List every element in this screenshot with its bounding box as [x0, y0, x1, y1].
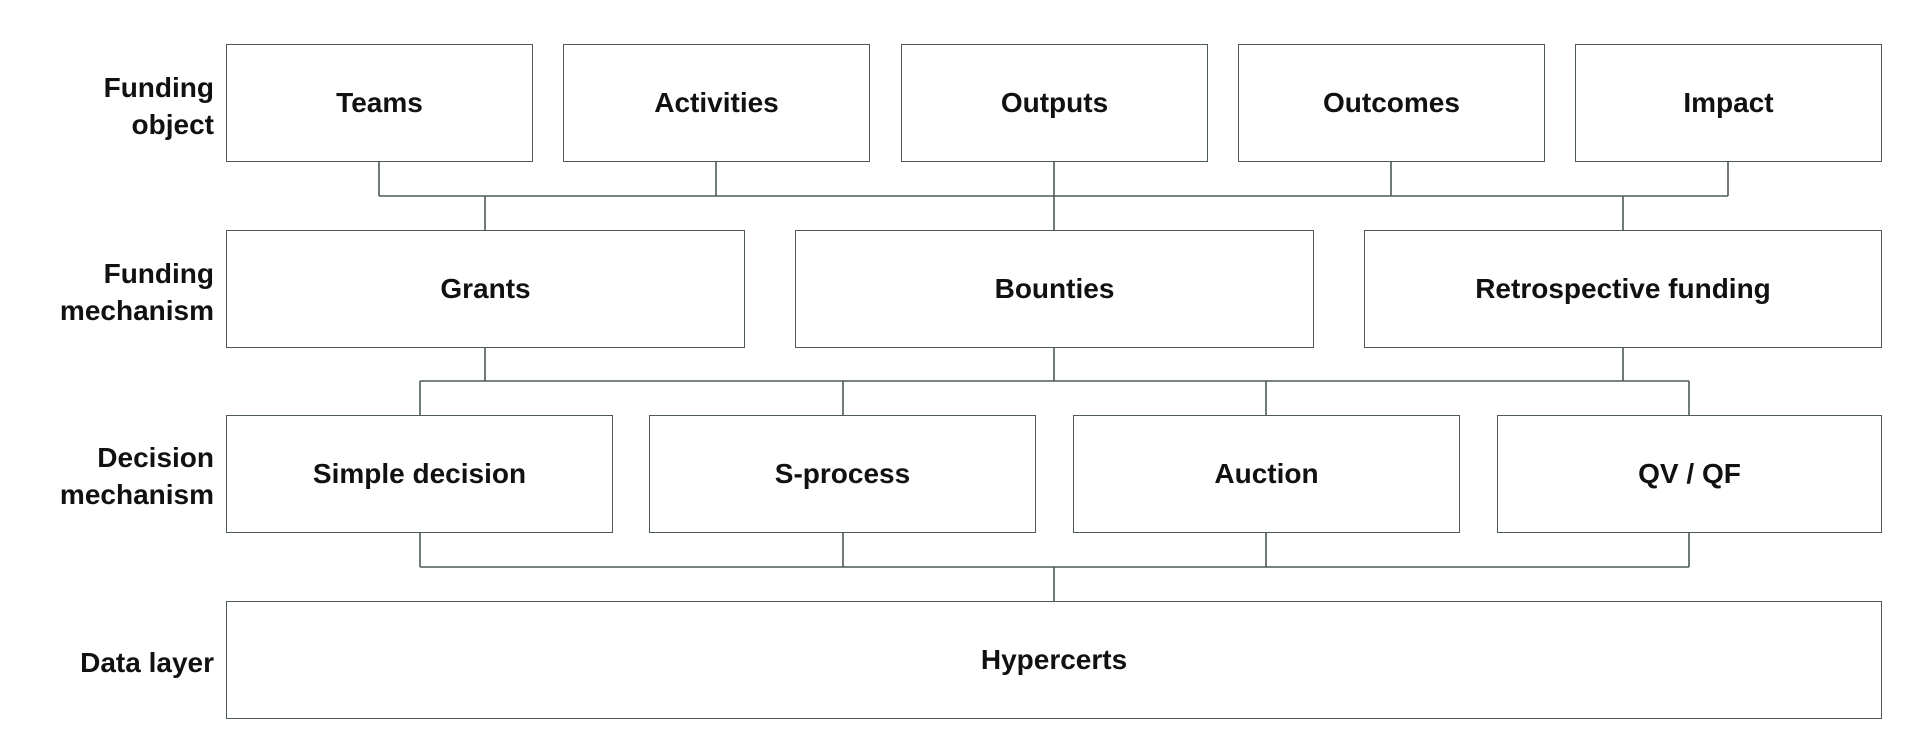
box-bounties: Bounties: [795, 230, 1314, 348]
box-impact: Impact: [1575, 44, 1882, 162]
row-label-data-layer-text: Data layer: [80, 646, 214, 678]
row-label-data-layer: Data layer: [0, 642, 214, 682]
row-label-decision-mechanism: Decision mechanism: [0, 436, 214, 516]
row-label-funding-object-line2: object: [131, 109, 214, 140]
box-teams: Teams: [226, 44, 533, 162]
row-label-funding-mechanism: Funding mechanism: [0, 252, 214, 332]
row-label-funding-mechanism-line2: mechanism: [59, 295, 214, 326]
row-label-funding-object: Funding object: [0, 66, 214, 146]
box-outcomes: Outcomes: [1238, 44, 1545, 162]
box-grants: Grants: [226, 230, 745, 348]
box-outputs: Outputs: [901, 44, 1208, 162]
row-label-funding-object-line1: Funding: [103, 72, 214, 103]
box-s-process: S-process: [649, 415, 1036, 533]
box-auction: Auction: [1073, 415, 1460, 533]
row-label-decision-mechanism-line2: mechanism: [59, 479, 214, 510]
box-retrospective-funding: Retrospective funding: [1364, 230, 1882, 348]
box-qv-qf: QV / QF: [1497, 415, 1882, 533]
box-simple-decision: Simple decision: [226, 415, 613, 533]
box-hypercerts: Hypercerts: [226, 601, 1882, 719]
row-label-decision-mechanism-line1: Decision: [97, 442, 214, 473]
box-activities: Activities: [563, 44, 870, 162]
row-label-funding-mechanism-line1: Funding: [103, 258, 214, 289]
